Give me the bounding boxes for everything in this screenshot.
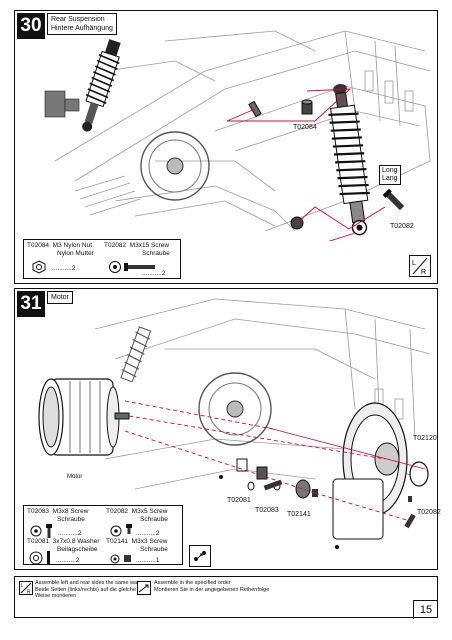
screw-icon — [124, 263, 155, 271]
step-31-panel: 31 Motor — [14, 288, 441, 570]
step-30-panel: 30 Rear Suspension Hintere Aufhängung — [14, 10, 438, 284]
callout-t02141: T02141 — [287, 511, 311, 518]
callout-t02082: T02082 — [417, 509, 441, 516]
part-item: T02083 M3x8 Screw Schraube — [27, 508, 89, 523]
part-qty: ...........1 — [136, 557, 160, 564]
screw-head-icon — [109, 261, 121, 273]
left-right-icon: L R — [19, 581, 33, 595]
part-item: T02082 M3x15 Screw Schraube — [104, 242, 170, 257]
svg-text:L: L — [412, 260, 416, 267]
screw-icon — [126, 524, 132, 534]
footer-legend: L R Assemble left and rear sides the sam… — [14, 576, 438, 618]
step-number: 31 — [17, 291, 45, 317]
part-qty: ...........2 — [58, 530, 82, 537]
set-screw-icon — [110, 554, 120, 564]
order-badge — [189, 545, 211, 567]
parts-list: T02084 M3 Nylon Nut Nylon Mutter T02082 … — [23, 239, 181, 279]
step-number: 30 — [17, 13, 45, 39]
screw-icon — [46, 524, 52, 538]
left-right-badge: L R — [409, 255, 431, 277]
screw-head-icon — [30, 525, 42, 537]
callout-t02120: T02120 — [413, 435, 437, 442]
order-arrow-icon — [137, 581, 151, 595]
part-item: T02082 M3x5 Screw Schraube — [106, 508, 168, 523]
legend-right-text: Assemble in the specified order Montiere… — [154, 580, 270, 593]
part-item: T02081 3x7x0.8 Washer Beilagscheibe — [27, 538, 100, 553]
screw-head-icon — [110, 525, 122, 537]
part-qty: ...........2 — [56, 557, 80, 564]
part-qty: ...........2 — [52, 265, 76, 272]
washer-icon — [29, 551, 43, 565]
callout-t02083: T02083 — [255, 507, 279, 514]
part-item: T02141 M3x3 Screw Schraube — [106, 538, 168, 553]
motor-can — [38, 378, 130, 456]
callout-t02081: T02081 — [227, 497, 251, 504]
svg-text:R: R — [421, 269, 426, 276]
motor-install-illustration — [38, 298, 431, 549]
rear-suspension-illustration — [44, 30, 431, 241]
legend-left-text: Assemble left and rear sides the same wa… — [35, 580, 140, 599]
part-qty: ...........2 — [142, 270, 166, 277]
svg-text:L: L — [21, 583, 24, 589]
part-item: T02084 M3 Nylon Nut Nylon Mutter — [27, 242, 94, 257]
set-screw-side-icon — [124, 555, 131, 562]
callout-long: Long Lang — [379, 165, 401, 185]
washer-side-icon — [47, 551, 50, 565]
step-title: Motor — [47, 291, 73, 304]
callout-motor: Motor — [67, 474, 83, 480]
callout-screw: T02082 — [390, 223, 414, 230]
parts-list: T02083 M3x8 Screw Schraube T02082 M3x5 S… — [23, 505, 183, 565]
part-qty: ...........2 — [136, 530, 160, 537]
callout-nut: T02084 — [293, 124, 317, 131]
svg-text:R: R — [27, 590, 31, 596]
step-title: Rear Suspension Hintere Aufhängung — [47, 13, 117, 35]
nylon-nut-icon — [32, 260, 46, 274]
page-number: 15 — [413, 600, 438, 619]
